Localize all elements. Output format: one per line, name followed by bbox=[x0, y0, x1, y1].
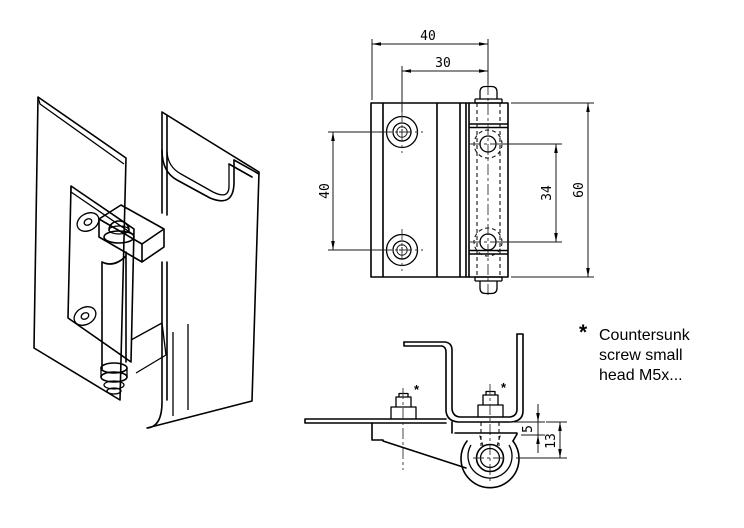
dim-knuckle-pitch: 34 bbox=[503, 143, 562, 243]
leaf-hole-top-inner bbox=[83, 218, 93, 226]
knuckle-hole-top bbox=[470, 129, 506, 159]
note-line-2: screw small bbox=[599, 347, 683, 364]
barrel bbox=[101, 251, 127, 371]
dim-overall-width-value: 40 bbox=[420, 29, 436, 44]
knuckle-wrap-inner bbox=[467, 444, 513, 479]
hinge-leaf-thickness bbox=[70, 186, 135, 236]
frame-channel-bend-outer bbox=[161, 149, 235, 202]
frame-lower-arm bbox=[130, 322, 167, 374]
barrel-ring-3 bbox=[103, 380, 125, 390]
dim-hole-pitch-value: 40 bbox=[318, 183, 333, 199]
leaf-hole-top bbox=[76, 212, 100, 232]
frame-wall-edge bbox=[161, 111, 200, 216]
frame-profile-outer bbox=[403, 333, 518, 418]
leaf-hole-bottom bbox=[73, 306, 97, 326]
barrel-ring-sides bbox=[100, 368, 128, 377]
pin-dome bbox=[108, 220, 130, 231]
knuckle-hole-bottom bbox=[470, 227, 506, 257]
dim-flange-gap-value: 5 bbox=[521, 425, 536, 433]
dim-hole-pitch: 40 bbox=[318, 131, 384, 251]
note-asterisk: * bbox=[579, 321, 588, 344]
dim-overall-height: 60 bbox=[511, 102, 594, 278]
door-panel bbox=[33, 96, 127, 401]
note-line-1: Countersunk bbox=[599, 327, 691, 344]
barrel-bottom-cap bbox=[106, 387, 122, 395]
plate-hole-top bbox=[381, 111, 423, 153]
hinge-leaf bbox=[67, 185, 135, 363]
side-view: * * 5 13 bbox=[304, 333, 567, 489]
dim-hole-offset: 30 bbox=[401, 56, 488, 112]
isometric-view bbox=[33, 96, 260, 429]
dim-overall-height-value: 60 bbox=[572, 182, 587, 198]
dim-hole-offset-value: 30 bbox=[435, 56, 451, 71]
right-screw-asterisk-marker: * bbox=[501, 380, 507, 395]
front-view: 40 30 40 34 60 bbox=[318, 29, 594, 296]
pin-top bbox=[474, 85, 503, 104]
left-screw: * bbox=[390, 382, 420, 470]
frame-panel bbox=[146, 134, 260, 429]
top-bracket bbox=[98, 204, 165, 263]
dim-knuckle-pitch-value: 34 bbox=[540, 185, 555, 201]
dim-pin-depth: 13 bbox=[516, 421, 567, 459]
frame-channel-bend-inner bbox=[166, 151, 230, 196]
frame-profile-inner bbox=[403, 333, 524, 423]
barrel-bore-hidden bbox=[476, 103, 501, 277]
pin-dome-base bbox=[108, 225, 130, 235]
door-sheet-section bbox=[304, 418, 447, 424]
pin-bottom bbox=[474, 276, 503, 295]
plate-outline bbox=[370, 102, 470, 278]
note-line-3: head M5x... bbox=[599, 367, 683, 384]
frame-channel-leg-top bbox=[228, 159, 260, 178]
frame-fold-lines bbox=[172, 324, 189, 416]
left-screw-asterisk-marker: * bbox=[414, 382, 420, 397]
leaf-hole-bottom-inner bbox=[80, 312, 90, 320]
dim-pin-depth-value: 13 bbox=[544, 433, 559, 449]
door-panel-hem-edge bbox=[37, 96, 125, 165]
note-legend: * Countersunk screw small head M5x... bbox=[579, 321, 691, 384]
plate-hole-bottom bbox=[381, 229, 423, 271]
dim-flange-gap: 5 bbox=[509, 404, 545, 453]
hinge-body-section bbox=[371, 421, 518, 469]
dim-overall-width: 40 bbox=[371, 29, 489, 100]
pin-washer bbox=[103, 230, 135, 244]
barrel-outline bbox=[468, 102, 509, 278]
